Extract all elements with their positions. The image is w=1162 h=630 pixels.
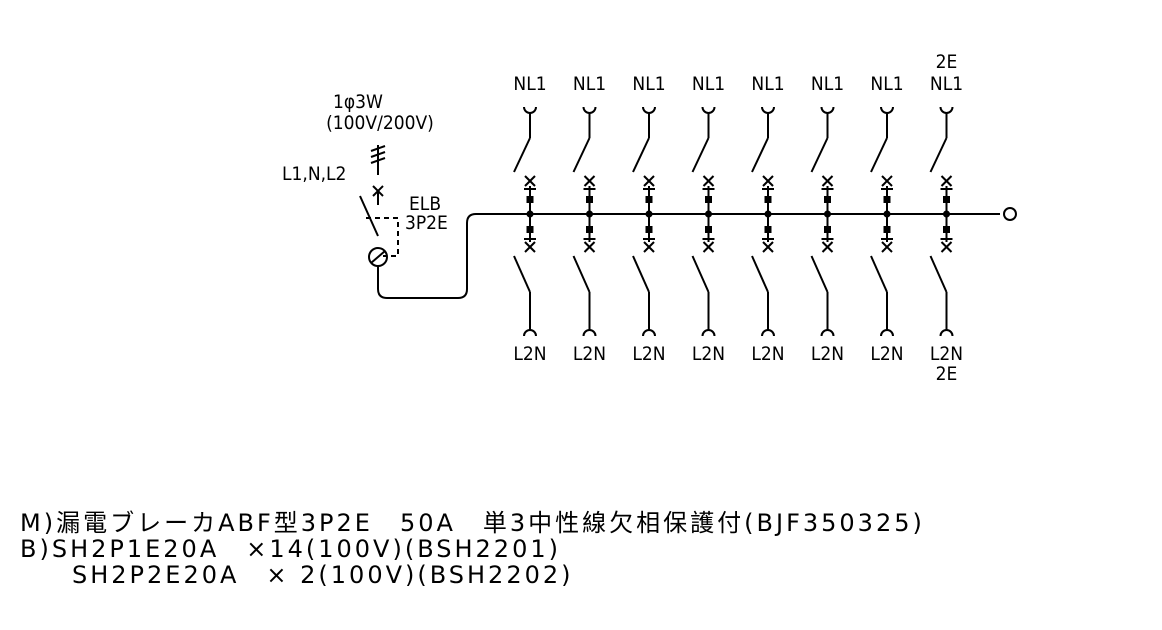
note-branch-2e: SH2P2E20A × 2(100V)(BSH2202) (20, 562, 925, 588)
note-branch-1e: B)SH2P1E20A ×14(100V)(BSH2201) (20, 536, 925, 562)
branch-top-label: NL1 (632, 73, 665, 95)
note-prefix: M) (20, 509, 57, 537)
note-text: SH2P2E20A × 2(100V)(BSH2202) (72, 561, 574, 589)
supply-phase-label: 1φ3W (333, 91, 383, 113)
note-text: 漏電ブレーカABF型3P2E 50A 単3中性線欠相保護付(BJF350325) (56, 509, 925, 537)
branch-top-label: NL1 (513, 73, 546, 95)
branch-bottom-label: L2N (692, 343, 725, 365)
elb-type-label: ELB (409, 193, 441, 215)
branch-top-label: NL1 (751, 73, 784, 95)
branch-top-label: NL1 (692, 73, 725, 95)
branch-bottom-label: L2N (573, 343, 606, 365)
note-text: SH2P1E20A ×14(100V)(BSH2201) (51, 535, 561, 563)
branch-bottom-label: L2N (870, 343, 903, 365)
branch-bottom-label: L2N (811, 343, 844, 365)
branch-top-label: NL1 (930, 73, 963, 95)
note-main-breaker: M)漏電ブレーカABF型3P2E 50A 単3中性線欠相保護付(BJF35032… (20, 510, 925, 536)
branch-top-note: 2E (936, 51, 958, 73)
branch-bottom-label: L2N (513, 343, 546, 365)
branch-bottom-label: L2N (751, 343, 784, 365)
branch-bottom-note: 2E (936, 363, 958, 385)
branch-top-label: NL1 (870, 73, 903, 95)
branch-top-label: NL1 (573, 73, 606, 95)
branch-bottom-label: L2N (632, 343, 665, 365)
supply-lines-label: L1,N,L2 (282, 163, 346, 185)
elb-poles-label: 3P2E (405, 212, 448, 234)
branch-bottom-label: L2N (930, 343, 963, 365)
component-notes: M)漏電ブレーカABF型3P2E 50A 単3中性線欠相保護付(BJF35032… (20, 510, 925, 588)
branch-top-label: NL1 (811, 73, 844, 95)
note-prefix: B) (20, 535, 52, 563)
supply-voltage-label: (100V/200V) (326, 112, 434, 134)
